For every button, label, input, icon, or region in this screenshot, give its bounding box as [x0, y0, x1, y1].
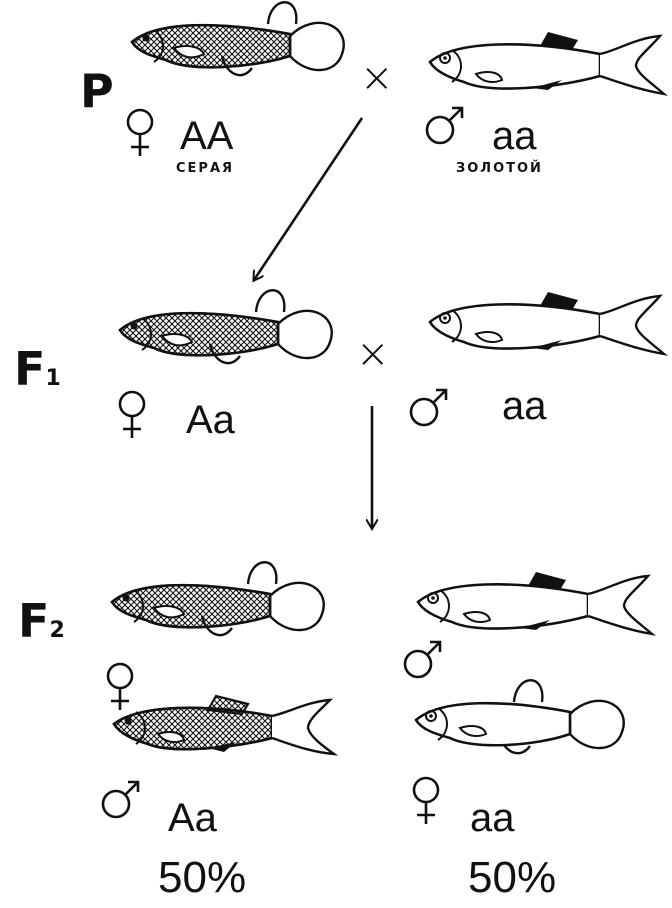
generation-f2-label: F2: [18, 598, 65, 644]
f1-female-genotype: Aa: [186, 400, 235, 440]
cross-symbol: ×: [360, 58, 394, 98]
parent-female-genotype: AA: [180, 116, 233, 156]
f2-left-genotype: Aa: [168, 798, 217, 838]
f2-left-percent: 50%: [158, 856, 246, 900]
generation-p-label: P: [80, 68, 114, 114]
male-symbol-icon: [103, 782, 138, 817]
gray-female-fish-icon: [120, 290, 332, 363]
female-symbol-icon: [120, 392, 144, 438]
female-symbol-icon: [108, 664, 132, 710]
parent-male-genotype: aa: [492, 116, 537, 156]
female-symbol-icon: [128, 110, 152, 156]
male-symbol-icon: [427, 108, 462, 143]
golden-female-fish-icon: [416, 680, 624, 753]
cross-symbol: ×: [356, 334, 390, 374]
gray-female-fish-icon: [132, 2, 344, 75]
f2-right-genotype: aa: [470, 798, 515, 838]
f2-right-percent: 50%: [468, 856, 556, 900]
golden-male-fish-icon: [418, 572, 652, 634]
generation-f1-label: F1: [14, 346, 61, 392]
f1-male-genotype: aa: [502, 386, 547, 426]
gray-male-fish-icon: [114, 696, 334, 754]
arrow-p-to-f1: [254, 118, 362, 280]
male-symbol-icon: [411, 390, 446, 425]
gray-female-fish-icon: [112, 562, 324, 635]
golden-male-fish-icon: [430, 292, 664, 354]
parent-male-phenotype: ЗОЛОТОЙ: [456, 162, 543, 175]
parent-female-phenotype: СЕРАЯ: [176, 162, 234, 175]
golden-male-fish-icon: [430, 32, 664, 94]
male-symbol-icon: [405, 642, 440, 677]
female-symbol-icon: [414, 778, 438, 824]
